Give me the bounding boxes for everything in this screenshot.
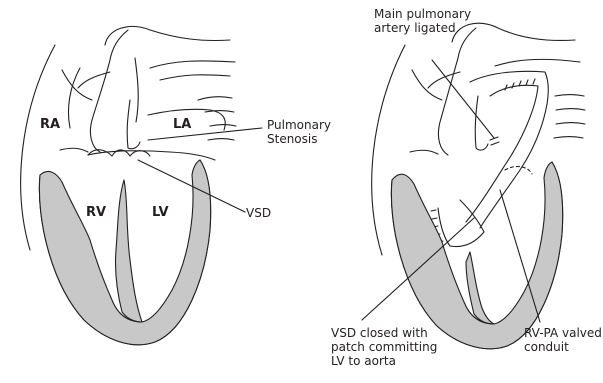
- right-ivc: [410, 150, 438, 154]
- left-myocardium: [39, 160, 210, 345]
- vsd-label: VSD: [246, 206, 271, 220]
- mpa-line2: artery ligated: [374, 21, 471, 35]
- left-arch-lower: [110, 30, 128, 60]
- left-pv-3: [210, 125, 236, 127]
- right-myocardium: [391, 162, 562, 349]
- left-label-ra: RA: [40, 117, 60, 132]
- left-septum: [115, 180, 142, 322]
- left-label-lv: LV: [152, 205, 169, 220]
- rv-pa-conduit-label: RV-PA valved conduit: [524, 326, 602, 354]
- left-pv-1: [198, 97, 232, 100]
- right-pv: [554, 95, 585, 139]
- right-rv-wall: [391, 162, 562, 349]
- left-ivc: [60, 148, 88, 152]
- right-vessel-a: [495, 59, 580, 66]
- left-vessel-a: [150, 61, 235, 68]
- conduit-line2: conduit: [524, 340, 602, 354]
- vsd-closed-line2: patch committing: [331, 340, 437, 354]
- vsd-closed-line3: LV to aorta: [331, 354, 437, 368]
- main-pulmonary-artery-label: Main pulmonary artery ligated: [374, 7, 471, 35]
- vsd-closed-label: VSD closed with patch committing LV to a…: [331, 326, 437, 368]
- conduit-line1: RV-PA valved: [524, 326, 602, 340]
- left-inner-arc: [68, 68, 80, 128]
- right-svc: [412, 70, 442, 100]
- left-ps-leader: [148, 128, 262, 140]
- left-pv-4: [208, 139, 234, 141]
- right-mpa-leader: [432, 60, 494, 138]
- pulmonary-stenosis-line2: Stenosis: [267, 132, 331, 146]
- vsd-closed-line1: VSD closed with: [331, 326, 437, 340]
- left-pv-2: [205, 111, 234, 113]
- left-vessel-c: [78, 72, 110, 88]
- left-aortic-root: [90, 60, 110, 152]
- mpa-line1: Main pulmonary: [374, 7, 471, 21]
- pulmonary-stenosis-line1: Pulmonary: [267, 118, 331, 132]
- left-label-rv: RV: [86, 205, 106, 220]
- left-aortic-root-right: [135, 58, 138, 122]
- left-label-la: LA: [173, 117, 191, 132]
- pulmonary-stenosis-label: Pulmonary Stenosis: [267, 118, 331, 146]
- left-vessel-b: [160, 75, 230, 80]
- conduit-stitches: [505, 79, 535, 90]
- left-aorta-arch: [105, 26, 230, 45]
